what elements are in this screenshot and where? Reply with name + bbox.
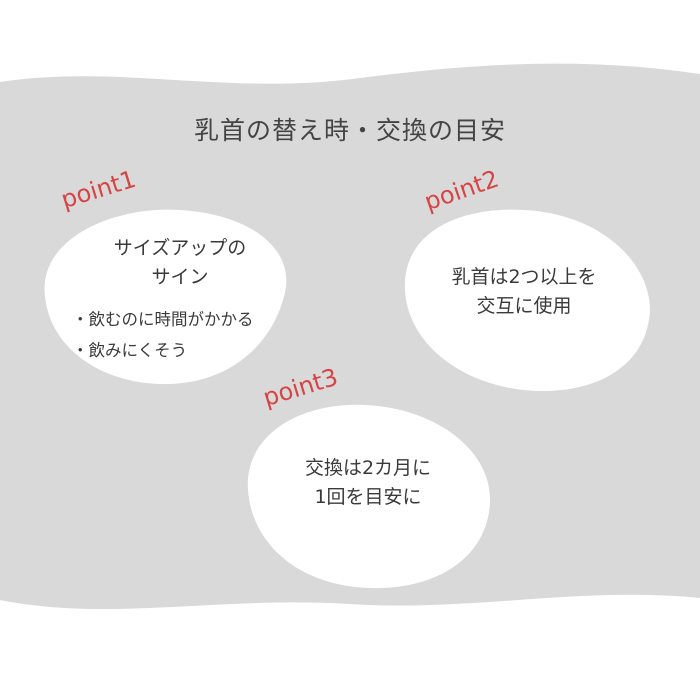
- point3-text: 交換は2カ月に 1回を目安に: [258, 454, 478, 512]
- point2-line1: 乳首は2つ以上を: [451, 266, 597, 288]
- point2-text: 乳首は2つ以上を 交互に使用: [412, 263, 636, 321]
- point1-line2: サイン: [151, 266, 209, 288]
- point1-heading: サイズアップの サイン: [70, 234, 290, 292]
- point1-bullet2: ・飲みにくそう: [72, 341, 188, 360]
- point2-line2: 交互に使用: [476, 295, 572, 317]
- point3-line1: 交換は2カ月に: [304, 457, 432, 479]
- page-title: 乳首の替え時・交換の目安: [193, 116, 506, 145]
- point1-line1: サイズアップの: [113, 237, 247, 259]
- point1-bullets: ・飲むのに時間がかかる ・飲みにくそう: [72, 304, 254, 366]
- point3-line2: 1回を目安に: [314, 486, 422, 508]
- point1-bullet1: ・飲むのに時間がかかる: [72, 310, 254, 329]
